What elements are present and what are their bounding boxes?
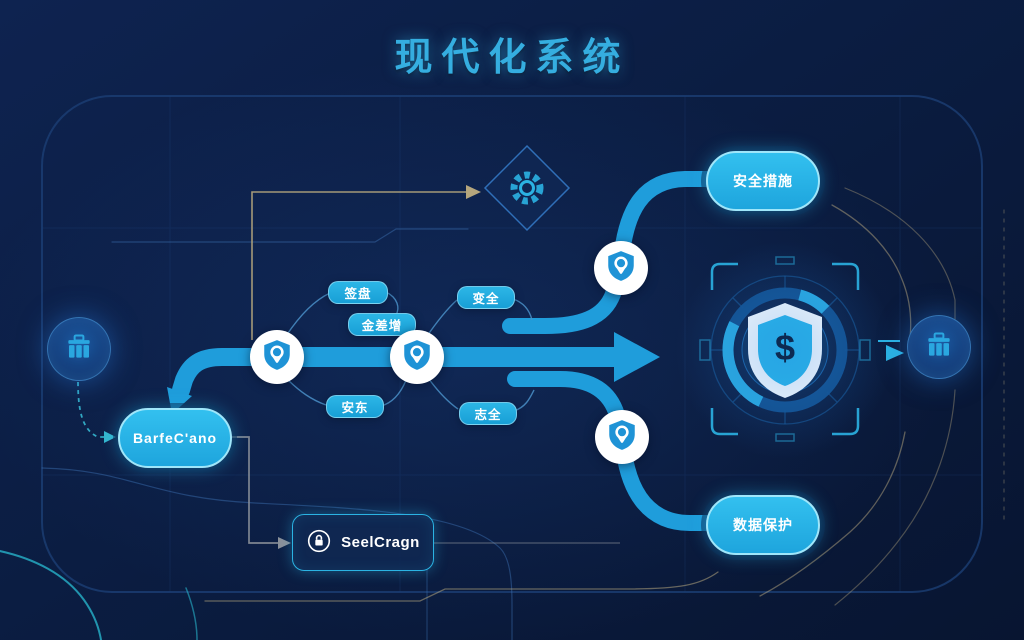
emblem-glow [675,240,895,460]
arrowhead [466,185,481,199]
arrowhead [104,431,116,443]
briefcase-icon [64,332,94,367]
shield-icon [605,418,639,457]
left-entity-node [47,317,111,381]
decorative-circuit-lines [0,187,1005,640]
decision-diamond [483,144,571,232]
process-box: SeelCragn [292,514,434,571]
shield-icon [400,338,434,377]
shield-checkpoint-1 [250,330,304,384]
source-pill-label: BarfeC'ano [132,430,218,446]
shield-checkpoint-3 [594,241,648,295]
pipe-arrowhead-down [167,387,192,414]
bottom-right-pill-label: 数据保护 [733,517,793,533]
small-pill-label: 安东 [341,401,369,415]
small-pill-label: 变全 [472,292,500,306]
shield-icon [604,249,638,288]
shield-checkpoint-2 [390,330,444,384]
small-pill-label: 志全 [474,408,502,422]
small-pill-label: 金差增 [361,319,403,333]
diagram-title: 现代化系统 [394,37,630,79]
security-emblem [699,256,871,442]
shield-icon [260,338,294,377]
bottom-right-pill: 数据保护 [706,495,820,555]
gear-icon [510,171,544,205]
connector-to-process-box [228,436,620,549]
arrowhead [278,537,291,549]
source-pill: BarfeC'ano [118,408,232,468]
dollar-symbol: $ [774,327,796,368]
process-box-label: SeelCragn [341,534,420,551]
small-pill-label: 签盘 [344,287,372,301]
arrowhead [886,345,904,361]
small-pill-3: 安东 [326,395,384,418]
small-pill-4: 变全 [457,286,515,309]
small-pill-5: 志全 [459,402,517,425]
frame-border [41,95,983,593]
small-pill-1: 签盘 [328,281,388,304]
right-entity-node [907,315,971,379]
shield-checkpoint-4 [595,410,649,464]
emblem-ticks [699,256,871,442]
connector-dashed-entry [77,381,116,443]
connector-to-right-entity [878,340,904,361]
emblem-brackets [710,262,860,436]
top-right-pill: 安全措施 [706,151,820,211]
pipe-arrowhead-main [614,332,660,382]
connector-to-diamond [251,185,481,340]
top-right-pill-label: 安全措施 [733,173,793,189]
lock-icon [306,528,332,558]
briefcase-icon [924,330,954,365]
small-pill-2: 金差增 [348,313,416,336]
